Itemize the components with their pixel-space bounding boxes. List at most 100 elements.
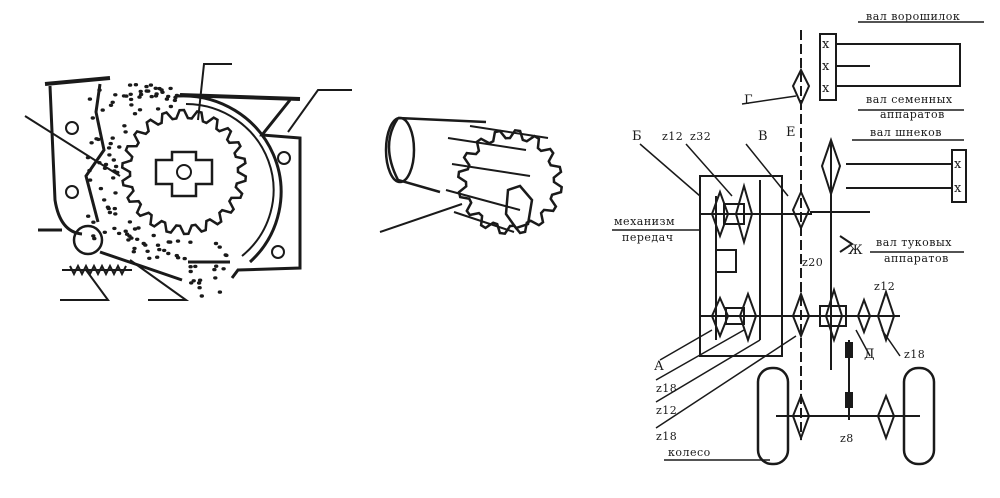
label-b: Б (632, 129, 642, 144)
seed-dot (102, 198, 107, 202)
leader-line (379, 203, 463, 233)
seed-dot (172, 98, 178, 103)
seed-dot (189, 281, 194, 285)
label-z8: z8 (840, 432, 854, 445)
seed-dot (121, 94, 127, 98)
leader-line (855, 329, 901, 357)
label-mechanism: механизм (614, 215, 675, 228)
label-apparatov-2: аппаратов (884, 252, 949, 265)
label-v: В (758, 129, 768, 144)
seed-dot (131, 250, 136, 254)
seed-dot (168, 104, 174, 109)
seed-dot (145, 249, 150, 253)
pressure-spring (69, 263, 127, 277)
seed-dot (213, 276, 218, 280)
seed-dot (155, 107, 161, 111)
label-val-voroshilok: вал ворошилок (866, 10, 960, 23)
coupling (725, 307, 745, 325)
bolt-hole (65, 121, 79, 135)
seed-dot (144, 84, 149, 89)
seed-dot (91, 234, 96, 238)
seed-dot (96, 137, 101, 142)
seed-dot (122, 124, 127, 128)
housing-outline (230, 99, 302, 279)
label-d: Д (864, 347, 875, 362)
gear-mechanism-box (699, 175, 783, 357)
seed-dot (166, 240, 171, 244)
kinematic-scheme: x x x x x (612, 10, 984, 466)
seed-dot (151, 233, 156, 238)
bearing-x: x (822, 37, 830, 52)
auger-bearing-block (951, 149, 967, 203)
leader-line (655, 329, 797, 429)
wheel-left (756, 366, 790, 466)
seed-dot (138, 89, 143, 94)
bearing-x: x (954, 181, 962, 196)
seed-dot (110, 100, 115, 105)
label-z18-a: z18 (656, 382, 677, 395)
seed-dot (135, 237, 140, 241)
seed-dot (127, 83, 133, 87)
label-a: А (654, 359, 664, 374)
gate-lever (99, 250, 183, 282)
leader-line (741, 95, 797, 105)
seed-dot (113, 93, 118, 97)
label-val-shnekov: вал шнеков (870, 126, 942, 139)
sprocket-z18 (791, 291, 811, 339)
seed-dot (193, 264, 198, 269)
housing-outline (84, 83, 106, 223)
seed-dot (128, 92, 133, 97)
leader-line (60, 269, 110, 301)
label-val-semennyh: вал семенных (866, 93, 953, 106)
leader-line (287, 89, 352, 133)
label-z18-b: z18 (656, 430, 677, 443)
label-z12-right: z12 (874, 280, 895, 293)
label-z32: z32 (690, 130, 711, 143)
seed-dot (87, 178, 93, 182)
seed-dot (108, 141, 113, 146)
seed-dot (132, 112, 138, 116)
seed-dot (155, 255, 160, 259)
label-z12-mid: z12 (656, 404, 677, 417)
seed-dot (100, 108, 105, 112)
label-apparatov-1: аппаратов (880, 108, 945, 121)
seed-dot (112, 226, 117, 231)
seed-dot (188, 269, 193, 274)
seed-dot (132, 227, 138, 231)
seed-dot (197, 286, 202, 290)
label-koleso: колесо (668, 446, 711, 459)
leader-line (197, 63, 232, 121)
seed-dot (137, 95, 142, 99)
label-zh: Ж (848, 243, 863, 258)
bolt-hole (271, 245, 285, 259)
bolt-hole (65, 185, 79, 199)
seed-dot (108, 103, 114, 108)
label-g: Г (744, 93, 753, 108)
seed-dot (107, 153, 112, 157)
seed-dot (162, 248, 167, 253)
seed-dot (188, 240, 193, 244)
seed-dot (112, 206, 118, 211)
wheel-right (902, 366, 936, 466)
drum-bore (504, 184, 534, 230)
seed-dot (123, 130, 128, 134)
sprocket-v (791, 189, 811, 231)
seed-dot (146, 89, 151, 93)
bearing-x: x (954, 157, 962, 172)
label-z12-top: z12 (662, 130, 683, 143)
agitator-shaft-frame (836, 43, 961, 87)
seed-dot (155, 243, 161, 247)
seed-dot (166, 251, 171, 256)
seed-dot (197, 278, 203, 282)
seed-dot (113, 212, 118, 216)
leader-line (129, 259, 190, 301)
label-val-tukovyh: вал туковых (876, 236, 952, 249)
seed-dot (173, 95, 178, 100)
label-e: Е (786, 125, 796, 140)
seed-dot (111, 158, 117, 162)
hopper-cross-section (24, 63, 352, 301)
idler-block (715, 249, 737, 273)
label-z18-right: z18 (904, 348, 925, 361)
